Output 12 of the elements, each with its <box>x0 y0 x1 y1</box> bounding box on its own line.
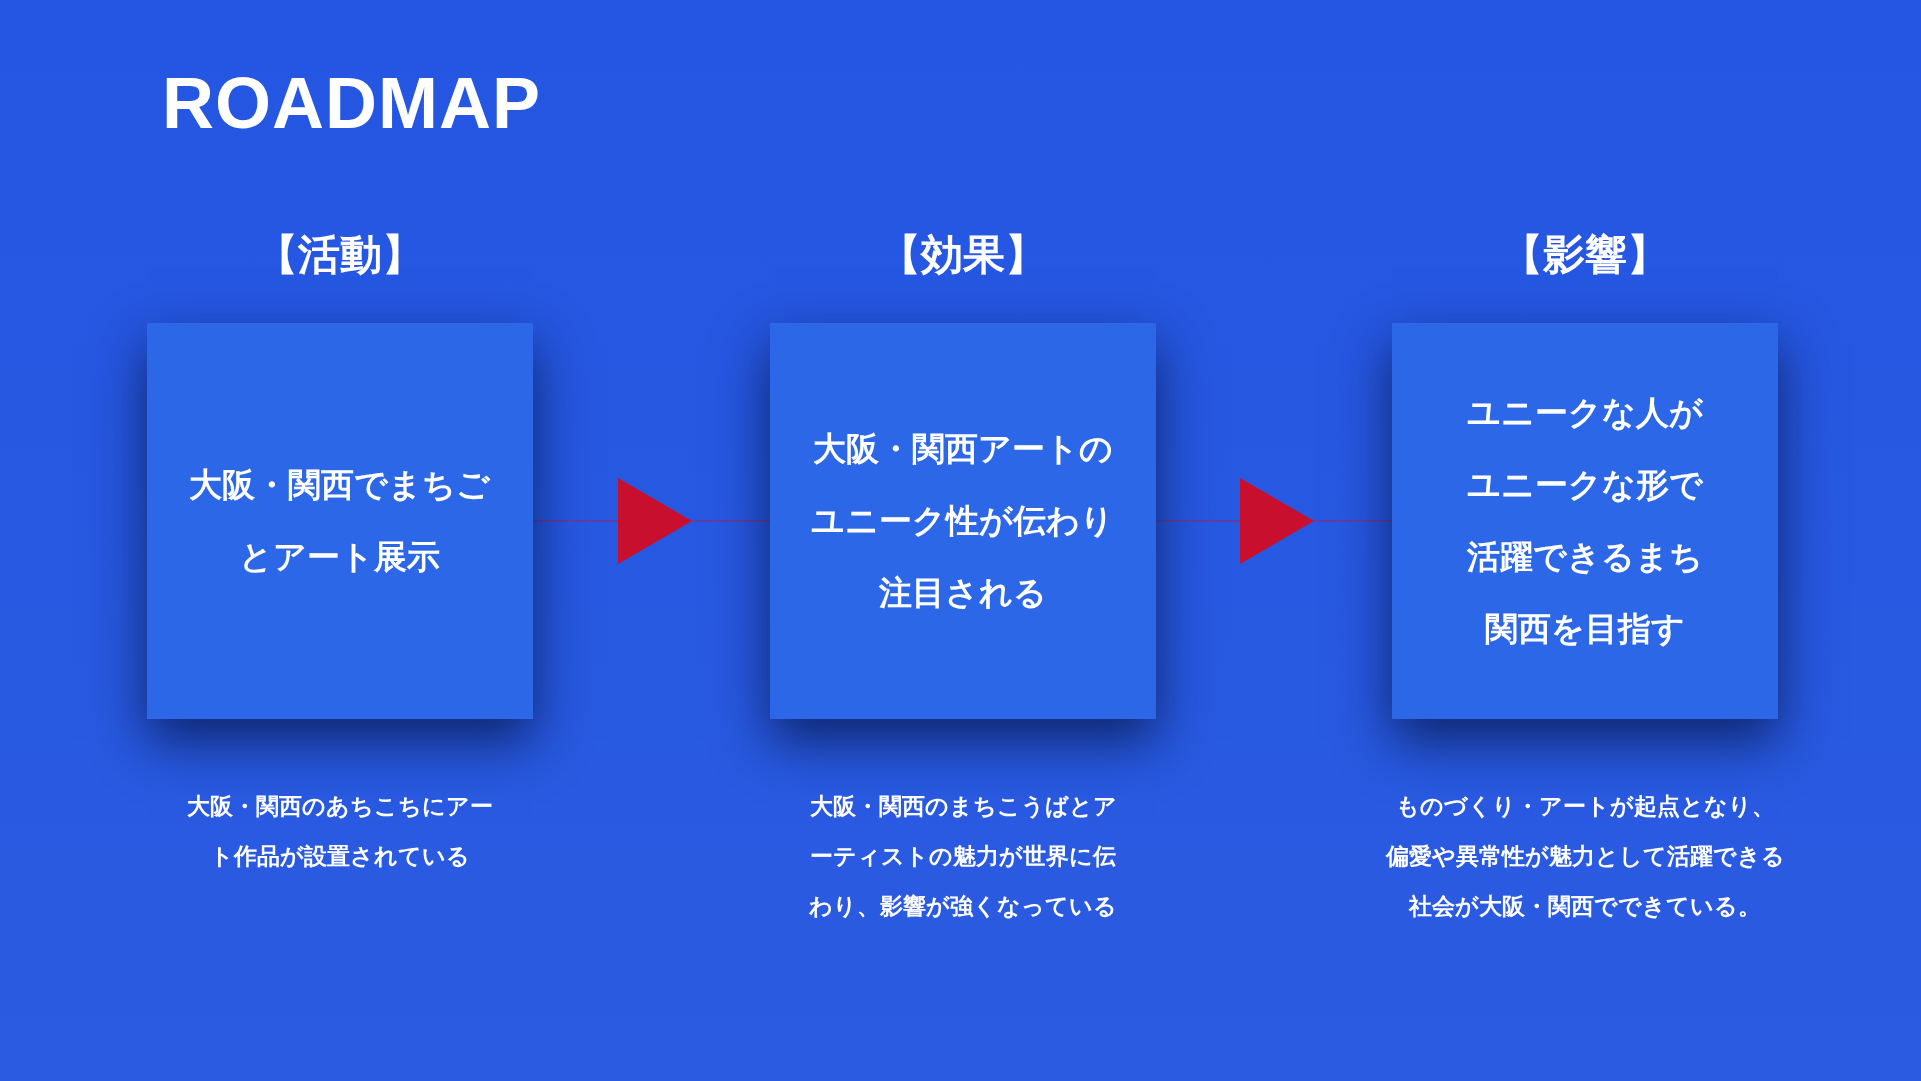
column-heading: 【効果】 <box>879 229 1047 281</box>
column-heading: 【活動】 <box>256 229 424 281</box>
description-text: 大阪・関西のあちこちにアート作品が設置されている <box>186 792 494 871</box>
arrow <box>532 478 771 564</box>
box-text: 大阪・関西でまちごとアート展示 <box>188 464 492 578</box>
box-text: ユニークな人がユニークな形で活躍できるまち関西を目指す <box>1466 392 1704 650</box>
description-text: 大阪・関西のまちこうばとアーティストの魅力が世界に伝わり、影響が強くなっている <box>808 792 1118 921</box>
box-text: 大阪・関西アートのユニーク性が伝わり注目される <box>810 428 1116 614</box>
title: ROADMAP <box>162 62 541 144</box>
column-heading: 【影響】 <box>1501 229 1669 281</box>
description-text: ものづくり・アートが起点となり、偏愛や異常性が魅力として活躍できる社会が大阪・関西でできている。 <box>1384 792 1786 921</box>
arrow <box>1155 478 1393 564</box>
